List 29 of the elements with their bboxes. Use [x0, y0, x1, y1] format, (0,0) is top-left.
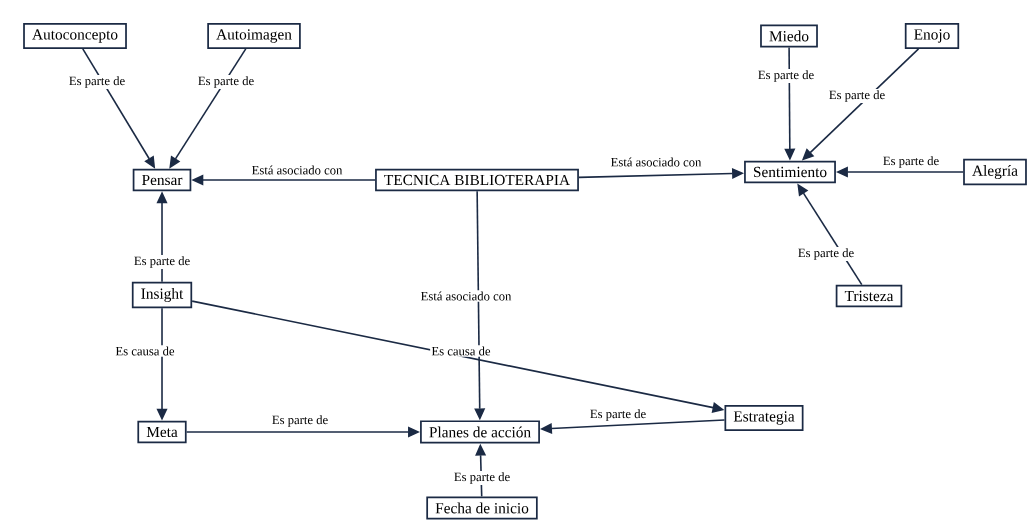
edge-label: Es parte de: [196, 74, 256, 90]
concept-box: Miedo: [760, 24, 818, 48]
edge-label: Es causa de: [430, 345, 492, 357]
concept-box: Estrategia: [724, 405, 804, 431]
edge-label: Es parte de: [67, 74, 127, 90]
concept-box: Autoimagen: [207, 23, 301, 49]
edge-label: Está asociado con: [609, 156, 703, 168]
edge-label: Es parte de: [132, 254, 192, 270]
edge-label: Es parte de: [588, 407, 648, 423]
concept-box: Alegría: [963, 158, 1027, 186]
concept-box: Tristeza: [835, 284, 903, 308]
edge-label: Es parte de: [796, 246, 856, 262]
concept-box: Pensar: [132, 168, 192, 192]
concept-box: Autoconcepto: [23, 23, 127, 49]
concept-box: Enojo: [904, 23, 960, 49]
concept-box: Planes de acción: [420, 420, 540, 444]
edge-label: Es parte de: [827, 88, 887, 104]
concept-box: TECNICA BIBLIOTERAPIA: [375, 168, 579, 192]
edge-label: Es parte de: [881, 154, 941, 170]
edge-label: Es parte de: [452, 470, 512, 486]
concept-box: Meta: [137, 420, 187, 444]
edge-label: Está asociado con: [419, 290, 513, 302]
concept-box: Insight: [131, 281, 193, 309]
edge-label: Es parte de: [270, 413, 330, 429]
concept-box: Fecha de inicio: [426, 496, 538, 520]
edge-label: Es parte de: [756, 68, 816, 84]
edge-label: Está asociado con: [250, 164, 344, 176]
edge-label: Es causa de: [114, 345, 176, 357]
concept-box: Sentimiento: [744, 160, 836, 184]
